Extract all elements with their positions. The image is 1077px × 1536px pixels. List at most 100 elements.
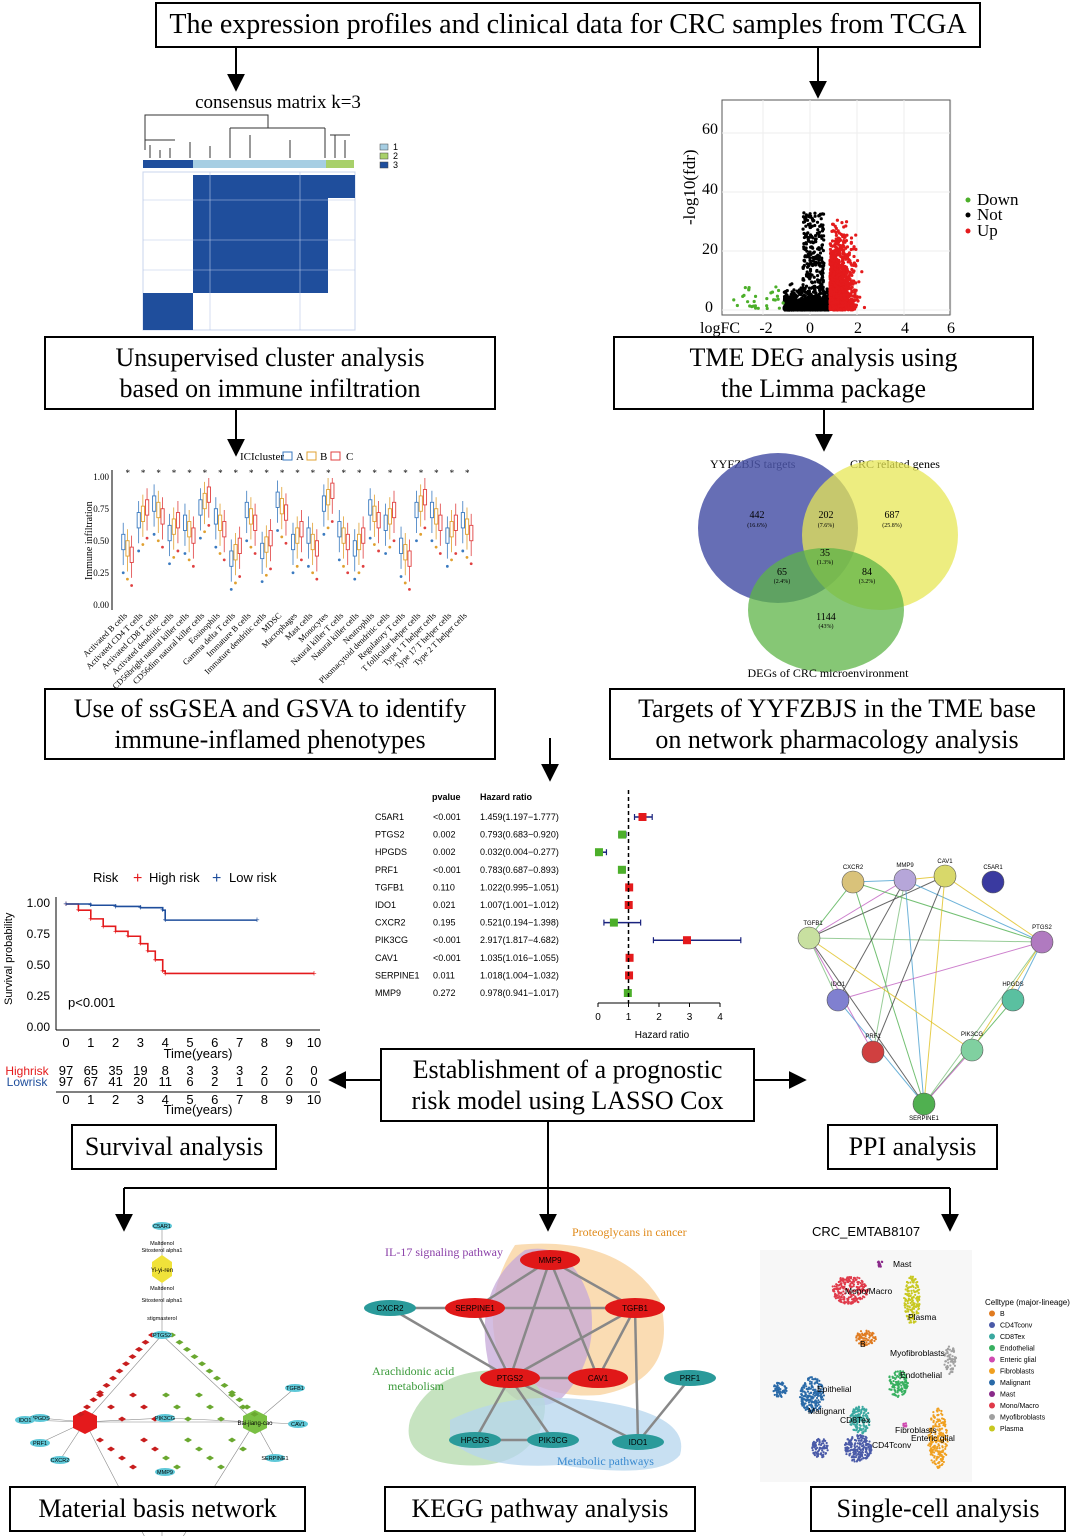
forest-hr-point (682, 936, 691, 945)
significance-star: * (218, 468, 223, 478)
boxplot-box (295, 527, 300, 544)
sc-legend-swatch (989, 1425, 995, 1432)
boxplot-outlier (361, 564, 365, 568)
ppi-node-label: IDO1 (831, 982, 846, 988)
volcano-point-not (808, 267, 813, 271)
material-target-label: SERPINE1 (261, 1456, 288, 1462)
sc-point (872, 1336, 875, 1339)
volcano-point-up (854, 264, 858, 268)
volcano-point-up (848, 260, 852, 264)
ppi-edge (923, 875, 946, 1105)
boxplot-box (399, 537, 404, 554)
forest-hr-text: 0.783(0.687−0.893) (480, 865, 559, 875)
volcano-point-down (756, 306, 760, 310)
compound-node (173, 1404, 181, 1410)
km-risk-count: 41 (108, 1074, 122, 1089)
box-singlecell-analysis: Single-cell analysis (810, 1486, 1066, 1532)
box-tcga-data-text: The expression profiles and clinical dat… (169, 9, 967, 41)
sc-point (943, 1363, 946, 1366)
sc-point (932, 1411, 935, 1414)
volcano-point-up (856, 299, 860, 303)
volcano-point-up (844, 285, 849, 289)
volcano-point-up (847, 251, 851, 255)
volcano-point-not (824, 307, 828, 311)
sc-point (905, 1381, 908, 1384)
sc-point (946, 1350, 949, 1353)
ppi-node-label: SERPINE1 (909, 1116, 939, 1122)
sc-point (846, 1447, 849, 1450)
significance-star: * (311, 468, 316, 478)
volcano-point-up (858, 295, 862, 299)
volcano-point-up (834, 233, 838, 238)
kegg-node-label: CAV1 (588, 1374, 609, 1383)
boxplot-box (321, 495, 327, 512)
km-risk-count: 0 (310, 1074, 317, 1089)
sc-point (783, 1385, 787, 1388)
sc-point (818, 1447, 821, 1451)
sc-point (845, 1301, 848, 1304)
sc-point (910, 1300, 914, 1303)
boxplot-box (368, 499, 373, 516)
volcano-legend-not: Not (977, 205, 1003, 224)
volcano-point-down (741, 294, 745, 299)
forest-hr-text: 1.007(1.001−1.012) (480, 900, 559, 910)
boxplot-box (160, 508, 165, 525)
boxplot-box (460, 512, 465, 529)
significance-star: * (141, 468, 146, 478)
volcano-point-not (820, 276, 824, 280)
sc-point (856, 1276, 859, 1279)
sc-point (860, 1435, 863, 1438)
sc-legend-label: Plasma (1000, 1426, 1023, 1433)
sc-legend-label: Endothelial (1000, 1346, 1035, 1353)
km-ytick-000: 0.00 (27, 1020, 51, 1034)
sc-point (856, 1449, 859, 1453)
volcano-xtick-m2: -2 (759, 320, 772, 337)
volcano-point-not (821, 212, 826, 216)
forest-hr-point (618, 830, 627, 839)
box-targets-line2: on network pharmacology analysis (655, 725, 1019, 754)
volcano-point-up (851, 294, 855, 298)
material-target-label: PIK3CG (155, 1416, 175, 1422)
box-lasso-model: Establishment of a prognostic risk model… (380, 1048, 755, 1122)
sc-point (802, 1386, 806, 1389)
sc-point (856, 1333, 859, 1337)
volcano-point-not (821, 264, 825, 268)
volcano-point-not (801, 220, 806, 224)
ppi-edge (923, 1049, 973, 1105)
km-xtick-label: 2 (112, 1035, 119, 1050)
boxplot-box (175, 512, 181, 529)
km-censor-mark: + (138, 903, 143, 913)
sc-point (940, 1459, 944, 1463)
volcano-point-up (855, 295, 859, 299)
volcano-point-up (852, 288, 857, 292)
compound-node (83, 1404, 91, 1410)
boxplot-legend-title: ICIcluster (240, 451, 284, 463)
venn-r7-p: (43%) (819, 623, 834, 630)
volcano-point-not (813, 263, 818, 267)
volcano-point-up (841, 276, 845, 281)
volcano-xlabel: logFC (700, 320, 740, 337)
sc-point (865, 1341, 868, 1344)
boxplot-outlier (284, 541, 288, 545)
boxplot-outlier (187, 558, 191, 562)
sc-point (772, 1390, 775, 1393)
km-legend: Risk + High risk + Low risk (93, 870, 277, 887)
material-target-node (288, 1420, 308, 1428)
sc-point (867, 1412, 870, 1415)
sc-point (928, 1449, 932, 1452)
boxplot-box (229, 550, 234, 567)
ppi-edge (852, 881, 1043, 943)
venn-set-c-label: DEGs of CRC microenvironment (748, 666, 910, 680)
material-target-label: CXCR2 (51, 1458, 70, 1464)
forest-gene-label: CXCR2 (375, 918, 406, 928)
sc-legend-swatch (989, 1333, 995, 1340)
sc-point (858, 1448, 861, 1451)
significance-star: * (280, 468, 285, 478)
sc-point (852, 1456, 856, 1459)
sc-point (854, 1425, 857, 1428)
significance-star: * (388, 468, 393, 478)
boxplot-outlier (191, 564, 195, 568)
boxplot-box (403, 544, 408, 561)
boxplot-outlier (152, 532, 156, 536)
volcano-point-not (784, 295, 789, 299)
